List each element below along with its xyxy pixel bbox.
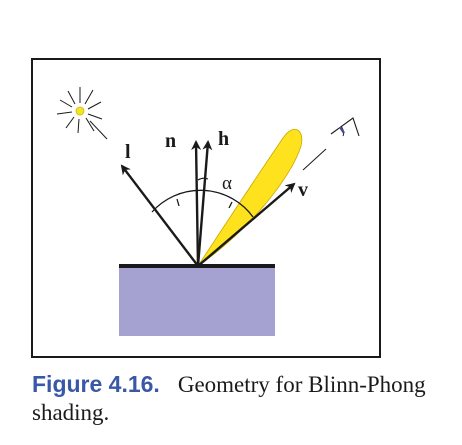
light-vector: [120, 164, 199, 267]
normal-label: n: [165, 130, 176, 152]
figure-caption: Figure 4.16.Geometry for Blinn-Phong sha…: [32, 370, 432, 427]
halfway-label: h: [218, 128, 229, 150]
surface-block: [119, 266, 275, 336]
alpha-label: α: [222, 173, 232, 194]
arc-tick: [228, 201, 233, 209]
view-vector: [197, 182, 296, 267]
sun-icon: [56, 87, 108, 140]
eye-icon: [330, 117, 360, 137]
halfway-vector: [196, 140, 213, 267]
arc-tick: [176, 198, 180, 207]
normal-vector: [191, 140, 202, 267]
figure-number: Figure 4.16.: [32, 371, 160, 397]
specular-lobe: [197, 128, 303, 267]
view-guide-line: [302, 148, 327, 171]
view-label: v: [298, 179, 308, 201]
light-label: l: [125, 141, 131, 163]
alpha-arc: [197, 177, 209, 181]
caption-text: Geometry for Blinn-Phong shading.: [32, 372, 426, 425]
